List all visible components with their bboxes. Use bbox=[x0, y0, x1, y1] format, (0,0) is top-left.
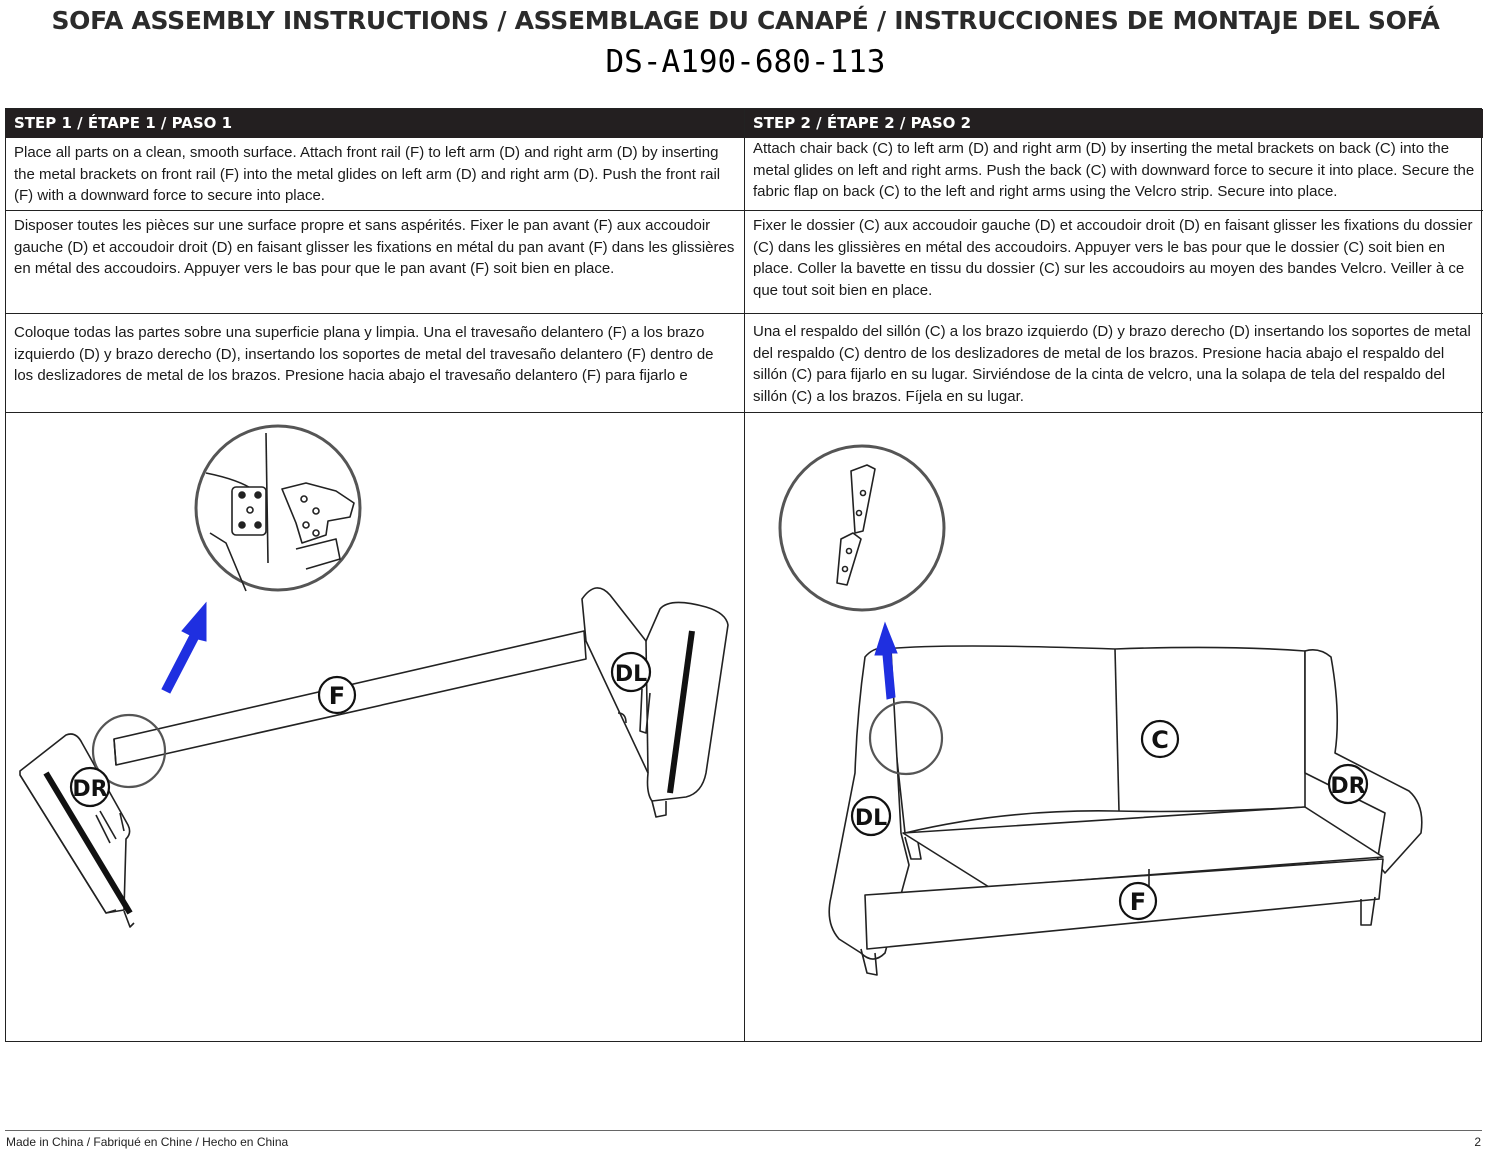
label-dl-icon: DL bbox=[610, 651, 652, 693]
svg-text:DL: DL bbox=[615, 662, 647, 687]
step2-text-es: Una el respaldo del sillón (C) a los bra… bbox=[745, 314, 1483, 413]
model-code: DS-A190-680-113 bbox=[605, 44, 886, 80]
step2-text-en: Attach chair back (C) to left arm (D) an… bbox=[745, 138, 1483, 211]
step1-text-fr: Disposer toutes les pièces sur une surfa… bbox=[6, 211, 744, 314]
label-f-icon: F bbox=[317, 675, 357, 715]
step1-heading: STEP 1 / ÉTAPE 1 / PASO 1 bbox=[6, 109, 744, 138]
step1-column: STEP 1 / ÉTAPE 1 / PASO 1 Place all part… bbox=[6, 109, 744, 1041]
arrow-up-icon bbox=[874, 621, 898, 700]
footer-origin: Made in China / Fabriqué en Chine / Hech… bbox=[6, 1135, 289, 1149]
label-c-icon: C bbox=[1140, 719, 1180, 759]
step2-drawing: C DL DR F bbox=[778, 444, 1423, 976]
label-dr-icon: DR bbox=[1327, 763, 1369, 805]
label-dl-icon: DL bbox=[850, 795, 892, 837]
step2-illustration: C DL DR F bbox=[745, 413, 1483, 1042]
step2-column: STEP 2 / ÉTAPE 2 / PASO 2 Attach chair b… bbox=[744, 109, 1483, 1041]
svg-text:DL: DL bbox=[855, 806, 887, 831]
step1-text-es: Coloque todas las partes sobre una super… bbox=[6, 314, 744, 413]
svg-text:C: C bbox=[1151, 726, 1169, 754]
instruction-table: STEP 1 / ÉTAPE 1 / PASO 1 Place all part… bbox=[5, 108, 1483, 1042]
label-dr-icon: DR bbox=[69, 766, 111, 808]
page-title: SOFA ASSEMBLY INSTRUCTIONS / ASSEMBLAGE … bbox=[51, 6, 1440, 35]
page-number: 2 bbox=[1474, 1135, 1481, 1149]
svg-text:DR: DR bbox=[1330, 774, 1365, 799]
label-f-icon: F bbox=[1118, 881, 1158, 921]
step1-illustration: F DR DL bbox=[6, 413, 744, 1042]
step1-drawing: F DR DL bbox=[19, 424, 729, 928]
step1-text-en: Place all parts on a clean, smooth surfa… bbox=[6, 138, 744, 211]
footer-divider bbox=[5, 1130, 1482, 1131]
svg-text:F: F bbox=[1130, 888, 1146, 916]
arrow-up-icon bbox=[161, 601, 207, 694]
step2-text-fr: Fixer le dossier (C) aux accoudoir gauch… bbox=[745, 211, 1483, 314]
svg-text:DR: DR bbox=[72, 777, 107, 802]
svg-text:F: F bbox=[329, 682, 345, 710]
step2-heading: STEP 2 / ÉTAPE 2 / PASO 2 bbox=[745, 109, 1483, 138]
